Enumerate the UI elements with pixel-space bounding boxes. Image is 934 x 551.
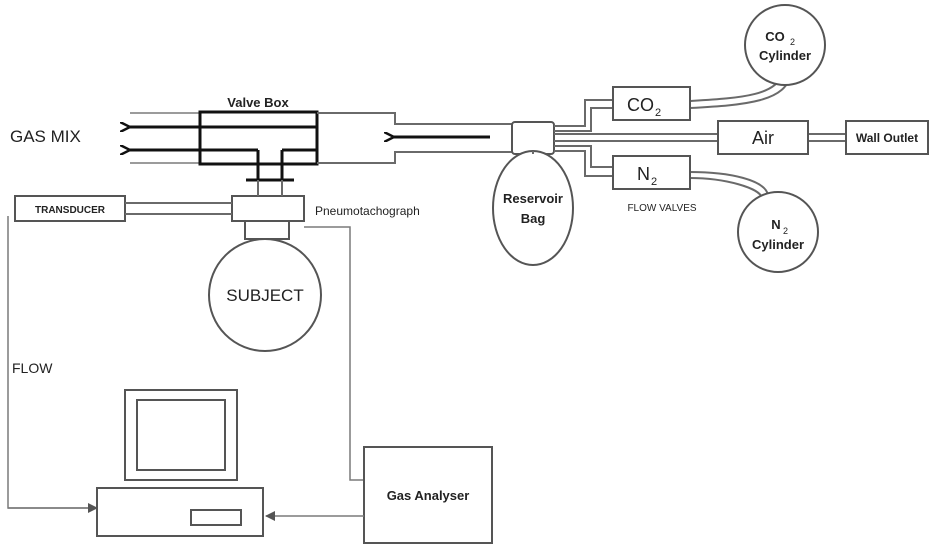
flow-label: FLOW (12, 360, 53, 376)
wall-outlet-label: Wall Outlet (856, 131, 918, 145)
n2-line-b (554, 150, 613, 177)
subject-label: SUBJECT (226, 286, 303, 305)
gas-analyser-label: Gas Analyser (387, 488, 470, 503)
co2-valve-subscript: 2 (655, 107, 661, 119)
n2-cylinder (737, 191, 819, 273)
mouthpiece (244, 220, 290, 240)
valve-box (198, 110, 319, 182)
gas-mix-arrows (128, 112, 200, 164)
co2-cylinder (744, 4, 826, 86)
disk-drive (190, 509, 242, 526)
gas-analyser-box (363, 446, 493, 544)
monitor-screen (136, 399, 226, 471)
gas-sample-line (304, 226, 364, 481)
co2-cylinder-subscript: 2 (790, 37, 795, 47)
n2-valve-label: N (637, 164, 650, 184)
transducer-box (14, 195, 126, 222)
reservoir-bag (492, 150, 574, 266)
n2-cylinder-label: N (771, 217, 780, 232)
n2-line-a (554, 145, 613, 168)
n2-cylinder-label-line2: Cylinder (752, 237, 804, 252)
valve-box-label: Valve Box (227, 95, 289, 110)
air-label: Air (752, 128, 774, 148)
co2-line-b (554, 107, 613, 132)
reservoir-connector (511, 121, 555, 155)
n2-valve-subscript: 2 (651, 176, 657, 188)
wall-outlet-box (845, 120, 929, 155)
inlet-tube-top (317, 112, 512, 125)
co2-valve-label: CO (627, 95, 654, 115)
n2-cylinder-subscript: 2 (783, 226, 788, 236)
inlet-tube (317, 112, 512, 164)
n2-flow-valve (612, 155, 691, 190)
air-flow-valve (717, 120, 809, 155)
co2-flow-valve (612, 86, 691, 121)
pneumotachograph-label: Pneumotachograph (315, 204, 420, 218)
reservoir-label-line1: Reservoir (503, 191, 563, 206)
flow-valves-label: FLOW VALVES (627, 203, 696, 214)
computer (96, 389, 264, 537)
co2-line-a (554, 99, 613, 127)
pneumotachograph-box (231, 195, 305, 222)
co2-cylinder-label: CO (765, 29, 785, 44)
inlet-tube-bottom (317, 151, 512, 164)
gas-mix-label: GAS MIX (10, 127, 81, 146)
reservoir-label-line2: Bag (521, 211, 546, 226)
transducer-label: TRANSDUCER (35, 205, 106, 216)
n2-cylinder-hose-a (689, 171, 769, 196)
subject-circle (208, 238, 322, 352)
co2-cylinder-label-line2: Cylinder (759, 48, 811, 63)
